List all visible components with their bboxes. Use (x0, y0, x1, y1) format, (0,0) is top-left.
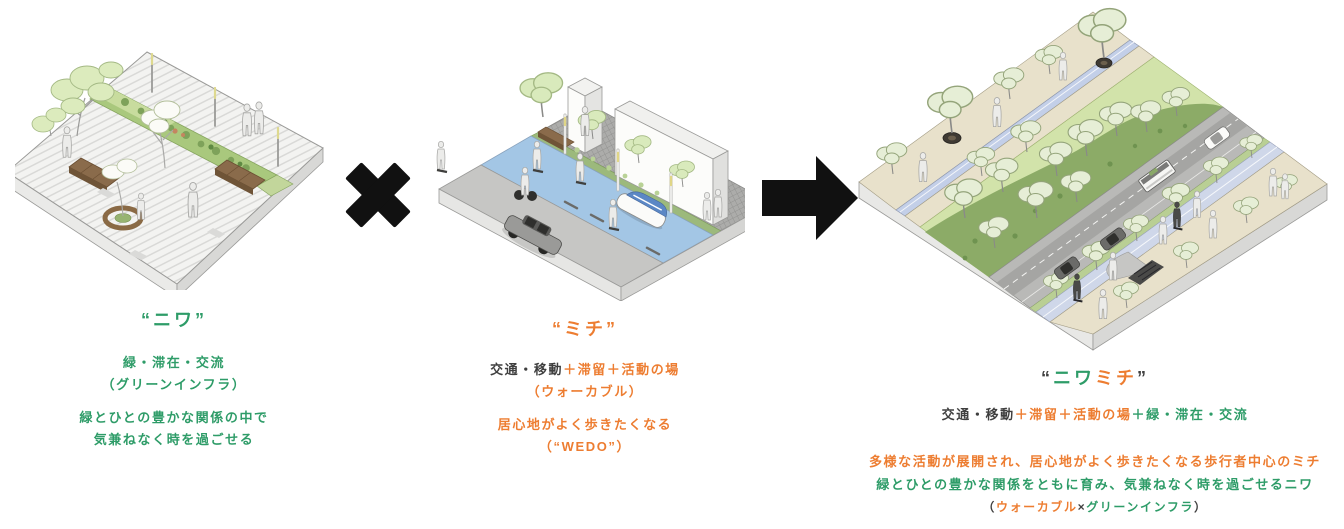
niwamichi-desc-michi: 多様な活動が展開され、居心地がよく歩きたくなる歩行者中心のミチ (868, 454, 1322, 469)
michi-desc-1: 居心地がよく歩きたくなる (497, 417, 673, 432)
paver-accent (97, 188, 225, 260)
tree (50, 61, 124, 137)
niwamichi-sub: （ウォーカブル×グリーンインフラ） (982, 500, 1208, 514)
michi-keywords: 交通・移動＋滞留＋活動の場 (490, 362, 680, 377)
arrow-right-icon (762, 154, 859, 242)
shuttle-pod (614, 191, 667, 230)
tree-planter (942, 57, 1113, 144)
bench (68, 157, 120, 193)
niwa-desc-1: 緑とひとの豊かな関係の中で (79, 410, 269, 425)
tree (140, 100, 181, 169)
car (1099, 227, 1127, 251)
lane-markings (563, 200, 661, 256)
car (502, 215, 562, 258)
riders (1072, 201, 1183, 303)
michi-title: “ミチ” (552, 319, 618, 339)
michi-desc-2: （“WEDO”） (538, 439, 632, 454)
panel-michi: “ミチ” 交通・移動＋滞留＋活動の場 （ウォーカブル） 居心地がよく歩きたくなる… (425, 55, 745, 458)
niwamichi-title: “ニワミチ” (1041, 368, 1149, 388)
tree (31, 107, 67, 137)
car (1203, 126, 1231, 150)
niwa-keywords-sub: （グリーンインフラ） (101, 377, 247, 392)
light-pole (150, 52, 280, 167)
street-bands (858, 11, 1328, 335)
niwamichi-illustration (858, 7, 1328, 351)
bench (214, 159, 266, 195)
niwa-title: “ニワ” (141, 310, 207, 330)
tree-planter (101, 158, 144, 231)
cyclist (514, 166, 537, 201)
light-pole (563, 113, 673, 214)
riders (436, 140, 620, 232)
panel-niwa: “ニワ” 緑・滞在・交流 （グリーンインフラ） 緑とひとの豊かな関係の中で 気兼… (15, 40, 333, 451)
michi-keywords-sub: （ウォーカブル） (526, 384, 644, 399)
niwa-keywords: 緑・滞在・交流 (122, 355, 226, 370)
panel-niwamichi: “ニワミチ” 交通・移動＋滞留＋活動の場＋緑・滞在・交流 多様な活動が展開され、… (845, 6, 1344, 518)
multiply-icon (341, 156, 415, 234)
niwa-desc-2: 気兼ねなく時を過ごせる (93, 432, 255, 447)
niwamichi-desc-niwa: 緑とひとの豊かな関係をともに育み、気兼ねなく時を過ごせるニワ (876, 477, 1314, 492)
niwamichi-keywords: 交通・移動＋滞留＋活動の場＋緑・滞在・交流 (941, 407, 1249, 422)
tree (519, 72, 564, 118)
car (1053, 256, 1081, 280)
michi-illustration (436, 72, 745, 301)
bus (1138, 159, 1176, 193)
niwa-illustration (15, 51, 324, 290)
